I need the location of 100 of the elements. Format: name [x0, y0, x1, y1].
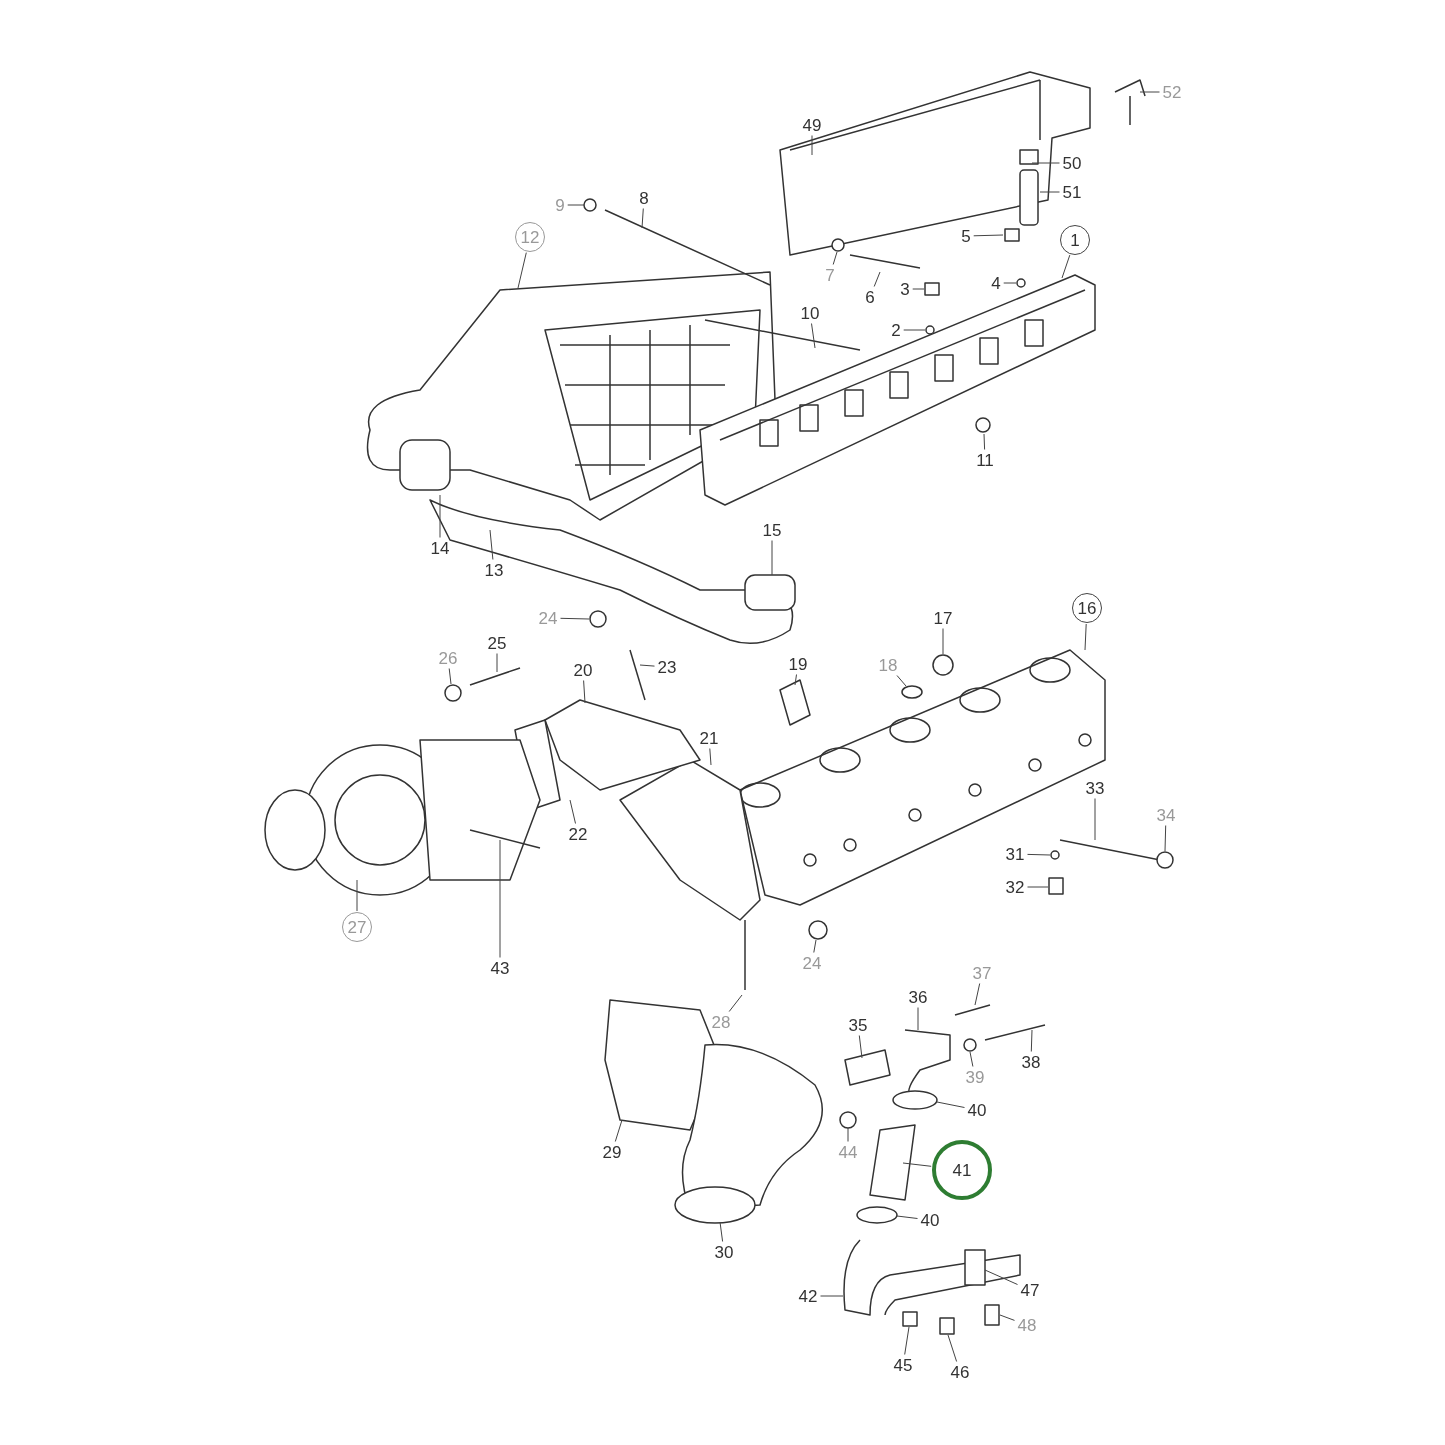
callout-number: 15 [760, 520, 784, 540]
leader-line [936, 1101, 965, 1108]
callout-number: 26 [436, 648, 460, 668]
leader-line [858, 1035, 863, 1059]
callout-number: 51 [1060, 182, 1084, 202]
leader-line [569, 799, 576, 824]
leader-line [719, 1221, 724, 1242]
callout-number: 3 [898, 279, 912, 299]
callout-number: 4 [989, 273, 1003, 293]
leader-line [999, 1314, 1015, 1321]
leader-line [896, 1215, 918, 1219]
callout-number: 24 [536, 608, 560, 628]
leader-line [1139, 91, 1160, 93]
leader-line [489, 529, 494, 560]
callout-number: 19 [786, 654, 810, 674]
callout-number: 2 [889, 320, 903, 340]
leader-line [496, 653, 498, 673]
leader-line [1027, 853, 1051, 856]
callout-number: 7 [823, 265, 837, 285]
leader-line [709, 748, 712, 766]
leader-line [439, 494, 441, 538]
callout-number: 13 [482, 560, 506, 580]
leader-line [1084, 623, 1087, 651]
leader-line [794, 674, 797, 686]
leader-line [811, 135, 813, 156]
leader-line [356, 879, 358, 912]
callout-number: 10 [798, 303, 822, 323]
leader-line [1164, 825, 1167, 852]
callout-number: 14 [428, 538, 452, 558]
leader-line [1027, 886, 1049, 888]
leader-line [771, 540, 773, 576]
leader-line [912, 288, 925, 290]
leader-line [1031, 162, 1060, 164]
callout-number: 20 [571, 660, 595, 680]
callout-number: 25 [485, 633, 509, 653]
leader-line [917, 1007, 919, 1031]
leader-line [639, 664, 655, 667]
callout-number: 35 [846, 1015, 870, 1035]
leader-line [984, 1269, 1018, 1285]
leader-line [847, 1127, 849, 1142]
callout-number: 50 [1060, 153, 1084, 173]
callout-number: 9 [553, 195, 567, 215]
leader-line [983, 433, 986, 450]
callout-number: 43 [488, 958, 512, 978]
leader-line [1039, 191, 1060, 193]
callout-number: 48 [1015, 1315, 1039, 1335]
leader-line [517, 252, 527, 289]
leader-line [902, 1162, 932, 1167]
leader-line [583, 680, 586, 704]
leader-line [969, 1051, 974, 1067]
callout-number: 24 [800, 953, 824, 973]
callout-number: 39 [963, 1067, 987, 1087]
leader-line [942, 628, 944, 655]
callout-number: 8 [637, 188, 651, 208]
callout-number: 36 [906, 987, 930, 1007]
callout-number: 28 [709, 1012, 733, 1032]
leader-line [1094, 798, 1096, 841]
leader-line [728, 994, 743, 1012]
leader-line [973, 234, 1004, 237]
callout-number: 40 [918, 1210, 942, 1230]
callout-number: 52 [1160, 82, 1184, 102]
callout-number: 23 [655, 657, 679, 677]
callout-number: 47 [1018, 1280, 1042, 1300]
callout-number: 22 [566, 824, 590, 844]
callout-number: 49 [800, 115, 824, 135]
leader-line [1003, 282, 1017, 284]
callout-number: 11 [974, 450, 996, 470]
callout-number: 33 [1083, 778, 1107, 798]
leader-line [1061, 254, 1071, 279]
callout-number: 38 [1019, 1052, 1043, 1072]
callout-number: 6 [863, 287, 877, 307]
callout-number: 45 [891, 1355, 915, 1375]
callout-number: 34 [1154, 805, 1178, 825]
callout-number: 37 [970, 963, 994, 983]
callout-number: 21 [697, 728, 721, 748]
leader-line [903, 329, 926, 331]
leader-line [820, 1295, 844, 1297]
leader-line [641, 208, 644, 229]
leader-line [811, 323, 816, 349]
leader-line [974, 983, 981, 1006]
leader-line [1030, 1029, 1033, 1052]
leader-line [896, 675, 907, 687]
leader-line [947, 1334, 958, 1362]
leader-line [832, 251, 838, 265]
callout-number: 5 [959, 226, 973, 246]
leader-line [873, 271, 881, 287]
callout-number: 44 [836, 1142, 860, 1162]
callout-number: 40 [965, 1100, 989, 1120]
callout-number: 46 [948, 1362, 972, 1382]
leader-line [560, 617, 590, 620]
callout-number: 31 [1003, 844, 1027, 864]
callout-number: 17 [931, 608, 955, 628]
callout-number: 32 [1003, 877, 1027, 897]
callout-number: 29 [600, 1142, 624, 1162]
leader-line [614, 1119, 623, 1142]
callout-number: 42 [796, 1286, 820, 1306]
leader-line [813, 939, 817, 953]
leader-line [499, 839, 501, 958]
leader-line [567, 204, 585, 206]
callout-number: 41 [932, 1140, 992, 1200]
